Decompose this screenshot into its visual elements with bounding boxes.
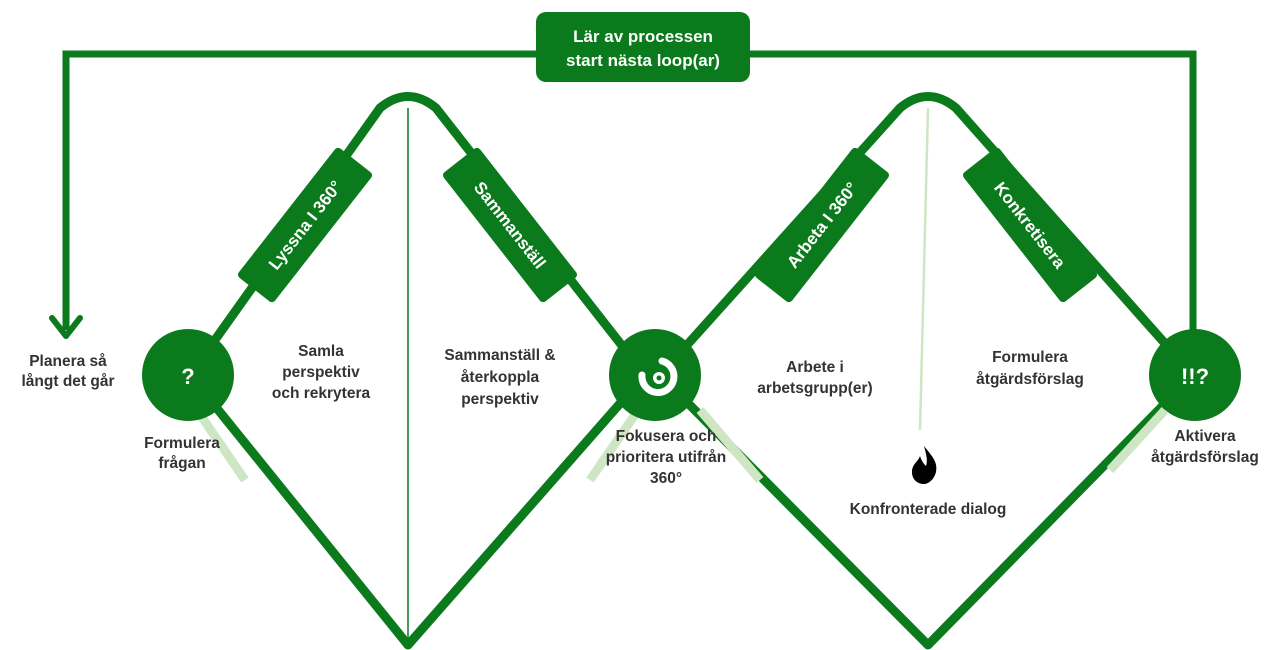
feedback-loop xyxy=(49,50,1197,340)
loop-banner: Lär av processen start nästa loop(ar) xyxy=(536,12,750,82)
loop-arrowhead-icon xyxy=(49,315,83,339)
band-lyssna: Lyssna I 360° xyxy=(238,147,372,303)
label-konfronterade: Konfronterade dialog xyxy=(850,501,1007,518)
band-konkretisera: Konkretisera xyxy=(963,147,1097,303)
spiral-icon xyxy=(638,357,678,396)
label-planera-line1: Planera så xyxy=(29,353,107,370)
label-fokusera-line3: 360° xyxy=(650,470,682,487)
label-arbete-line1: Arbete i xyxy=(786,359,844,376)
label-formulera-atgard-line2: åtgärdsförslag xyxy=(976,371,1084,388)
band-arbeta: Arbeta I 360° xyxy=(755,147,889,303)
label-arbete: Arbete i arbetsgrupp(er) xyxy=(757,359,872,397)
label-aktivera-line1: Aktivera xyxy=(1174,428,1236,445)
banner-line2: start nästa loop(ar) xyxy=(566,51,720,70)
label-sammanstall-line2: återkoppla xyxy=(461,369,540,386)
label-planera-line2: långt det går xyxy=(21,373,114,390)
label-sammanstall-aterkoppla: Sammanställ & återkoppla perspektiv xyxy=(444,347,555,408)
label-samla-line2: perspektiv xyxy=(282,364,360,381)
label-fokusera-line2: prioritera utifrån xyxy=(606,449,727,466)
label-formulera-atgard-line1: Formulera xyxy=(992,349,1068,366)
right-diamond xyxy=(655,92,1198,650)
label-aktivera-line2: åtgärdsförslag xyxy=(1151,449,1259,466)
label-arbete-line2: arbetsgrupp(er) xyxy=(757,380,872,397)
question-mark-icon: ? xyxy=(181,364,194,389)
start-node: ? xyxy=(142,329,234,421)
label-fokusera-line1: Fokusera och xyxy=(616,428,717,445)
banner-line1: Lär av processen xyxy=(573,27,713,46)
label-sammanstall-line3: perspektiv xyxy=(461,391,539,408)
label-samla-line1: Samla xyxy=(298,343,344,360)
label-samla: Samla perspektiv och rekrytera xyxy=(272,343,371,402)
label-sammanstall-line1: Sammanställ & xyxy=(444,347,555,364)
label-formulera-atgard: Formulera åtgärdsförslag xyxy=(976,349,1084,388)
label-fokusera: Fokusera och prioritera utifrån 360° xyxy=(606,428,727,487)
label-formulera-fragan-line2: frågan xyxy=(158,455,205,472)
label-samla-line3: och rekrytera xyxy=(272,385,371,402)
label-planera: Planera så långt det går xyxy=(21,353,114,390)
label-aktivera: Aktivera åtgärdsförslag xyxy=(1151,428,1259,466)
middle-node xyxy=(609,329,701,421)
exclamation-question-icon: !!? xyxy=(1181,364,1209,389)
label-formulera-fragan: Formulera frågan xyxy=(144,435,220,472)
flame-icon xyxy=(912,446,937,484)
end-node: !!? xyxy=(1149,329,1241,421)
band-sammanstall: Sammanställ xyxy=(443,147,577,303)
left-diamond xyxy=(185,92,650,650)
label-formulera-fragan-line1: Formulera xyxy=(144,435,220,452)
